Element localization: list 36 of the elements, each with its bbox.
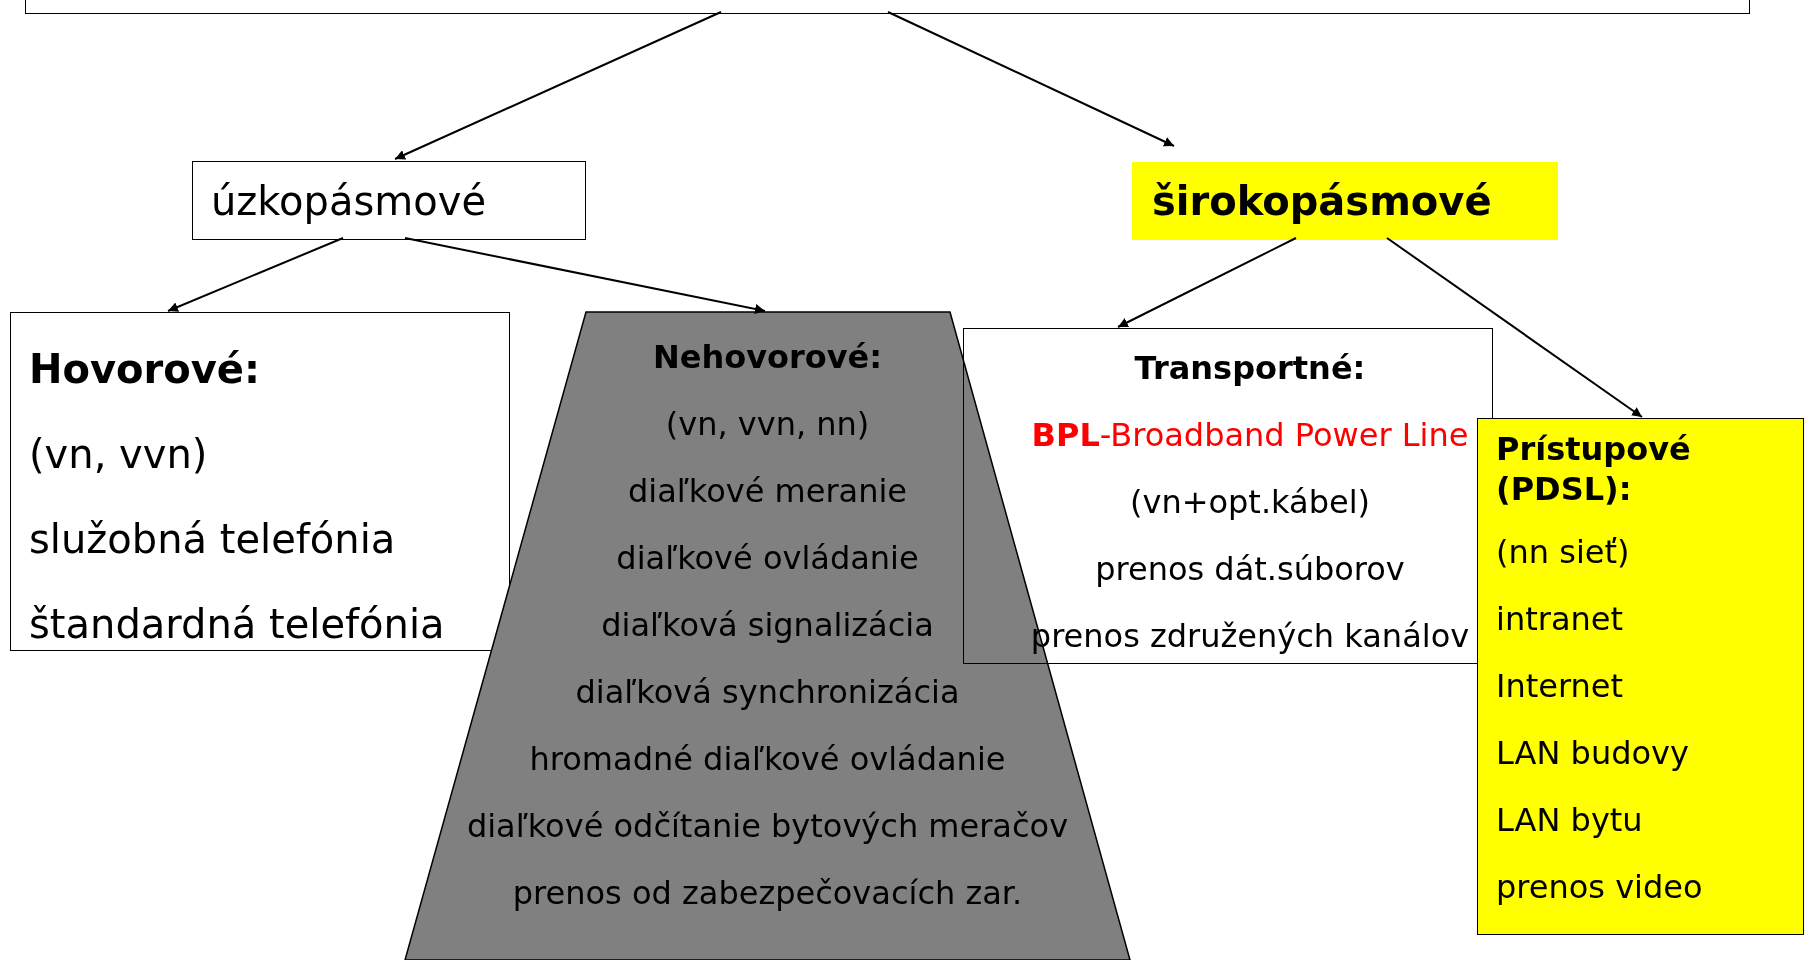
text-box <box>192 161 586 240</box>
text-box <box>1477 418 1804 935</box>
item-text: (nn sieť) <box>1496 532 1630 573</box>
heading-text: úzkopásmové <box>211 177 487 226</box>
item-text: BPL-Broadband Power Line <box>1031 415 1469 456</box>
item-text: prenos od zabezpečovacích zar. <box>512 873 1023 914</box>
item-text: diaľkové meranie <box>627 471 908 512</box>
item-text: LAN bytu <box>1496 800 1643 841</box>
item-text: hromadné diaľkové ovládanie <box>529 739 1006 780</box>
item-text: prenos video <box>1496 867 1703 908</box>
item-text: diaľkové ovládanie <box>616 538 919 579</box>
text-box <box>10 312 510 651</box>
item-text: LAN budovy <box>1496 733 1689 774</box>
arrow <box>1117 237 1297 328</box>
arrow <box>167 237 344 312</box>
heading-text: Nehovorové: <box>652 337 883 378</box>
heading-text: Hovorové: <box>29 345 260 394</box>
item-text: Internet <box>1496 666 1624 707</box>
item-text: (vn+opt.kábel) <box>1129 482 1371 523</box>
item-text: služobná telefónia <box>29 515 396 564</box>
item-text: prenos dát.súborov <box>1095 549 1405 590</box>
arrow <box>394 11 722 160</box>
text-box <box>1132 162 1558 240</box>
item-text: intranet <box>1496 599 1623 640</box>
item-text: diaľkové odčítanie bytových meračov <box>466 806 1069 847</box>
item-text: diaľková synchronizácia <box>575 672 960 713</box>
heading-text: širokopásmové <box>1152 177 1492 226</box>
arrow <box>1386 237 1643 418</box>
item-text: (vn, vvn) <box>29 430 208 479</box>
item-text: štandardná telefónia <box>29 600 445 649</box>
heading-text: Transportné: <box>1134 348 1366 389</box>
heading-text: Prístupové (PDSL): <box>1496 429 1692 509</box>
arrow <box>887 11 1175 147</box>
arrow <box>404 237 766 314</box>
item-text: diaľková signalizácia <box>601 605 934 646</box>
item-text: (vn, vvn, nn) <box>665 404 870 445</box>
